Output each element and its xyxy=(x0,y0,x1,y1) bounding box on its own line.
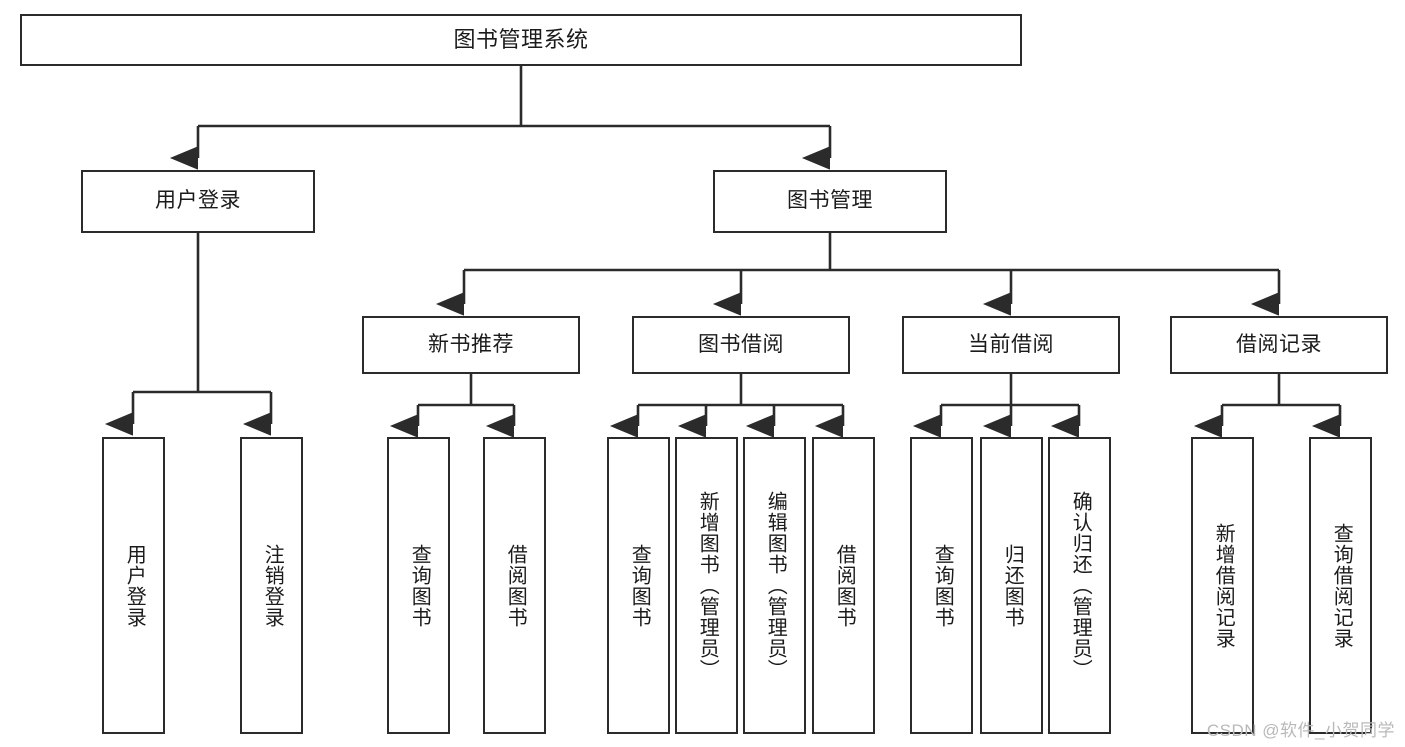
node-book-borrow[interactable]: 图书借阅 xyxy=(632,316,850,374)
leaf-borrow-edit-book-admin[interactable]: 编辑图书（管理员） xyxy=(743,437,806,734)
node-root-system[interactable]: 图书管理系统 xyxy=(20,14,1022,66)
node-label: 新书推荐 xyxy=(428,332,514,356)
leaf-borrow-query-book[interactable]: 查询图书 xyxy=(607,437,670,734)
node-label: 新增图书（管理员） xyxy=(696,491,719,680)
node-user-login[interactable]: 用户登录 xyxy=(81,170,315,233)
leaf-current-return-book[interactable]: 归还图书 xyxy=(980,437,1043,734)
node-label: 借阅图书 xyxy=(833,543,856,628)
node-label: 用户登录 xyxy=(123,543,146,628)
leaf-record-add-record[interactable]: 新增借阅记录 xyxy=(1191,437,1254,734)
leaf-newbook-query-book[interactable]: 查询图书 xyxy=(387,437,450,734)
leaf-current-confirm-return-admin[interactable]: 确认归还（管理员） xyxy=(1048,437,1111,734)
node-label: 查询图书 xyxy=(931,543,954,628)
leaf-logout[interactable]: 注销登录 xyxy=(240,437,303,734)
leaf-newbook-borrow-book[interactable]: 借阅图书 xyxy=(483,437,546,734)
node-label: 图书管理 xyxy=(787,189,873,213)
node-label: 查询图书 xyxy=(628,543,651,628)
leaf-borrow-add-book-admin[interactable]: 新增图书（管理员） xyxy=(675,437,738,734)
node-label: 新增借阅记录 xyxy=(1212,522,1235,649)
node-label: 注销登录 xyxy=(261,543,284,628)
node-label: 图书管理系统 xyxy=(453,27,589,53)
node-new-book-recommend[interactable]: 新书推荐 xyxy=(362,316,580,374)
node-label: 用户登录 xyxy=(155,189,241,213)
node-label: 查询图书 xyxy=(408,543,431,628)
node-current-borrow[interactable]: 当前借阅 xyxy=(902,316,1120,374)
node-label: 归还图书 xyxy=(1001,543,1024,628)
leaf-record-query-record[interactable]: 查询借阅记录 xyxy=(1309,437,1372,734)
watermark: CSDN @软件_小贺同学 xyxy=(1206,721,1395,740)
leaf-borrow-borrow-book[interactable]: 借阅图书 xyxy=(812,437,875,734)
leaf-current-query-book[interactable]: 查询图书 xyxy=(910,437,973,734)
leaf-user-login[interactable]: 用户登录 xyxy=(102,437,165,734)
node-label: 查询借阅记录 xyxy=(1330,522,1353,649)
node-label: 编辑图书（管理员） xyxy=(764,491,787,680)
node-label: 确认归还（管理员） xyxy=(1069,491,1092,680)
node-borrow-record[interactable]: 借阅记录 xyxy=(1170,316,1388,374)
node-label: 图书借阅 xyxy=(698,332,784,356)
node-book-management[interactable]: 图书管理 xyxy=(713,170,947,233)
node-label: 借阅记录 xyxy=(1236,332,1322,356)
node-label: 当前借阅 xyxy=(968,332,1054,356)
node-label: 借阅图书 xyxy=(504,543,527,628)
